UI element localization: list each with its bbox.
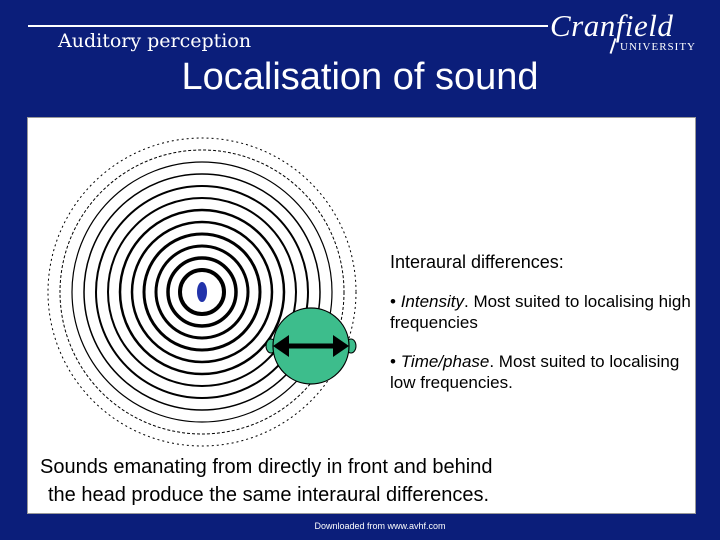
header-rule [28,25,548,27]
double-arrow-icon [273,335,349,357]
bullet-term: Time/phase [400,352,490,371]
bullet-term: Intensity [400,292,464,311]
logo-subtitle: UNIVERSITY [620,41,696,53]
content-panel [27,117,696,514]
bullet-time-phase: • Time/phase. Most suited to localising … [390,352,680,392]
sound-wave-diagram [47,137,357,447]
section-title: Auditory perception [58,30,252,52]
caption-line-2: the head produce the same interaural dif… [48,484,490,506]
university-logo: Cranfield UNIVERSITY [550,8,700,54]
bullet-intensity: • Intensity. Most suited to localising h… [390,292,691,332]
slide-title: Localisation of sound [181,56,539,98]
caption: Sounds emanating from directly in front … [40,453,640,509]
interaural-heading: Interaural differences: [390,252,564,272]
logo-wordmark: Cranfield [550,8,674,43]
sound-source-icon [197,282,207,302]
caption-line-1: Sounds emanating from directly in front … [40,456,493,478]
footer-note: Downloaded from www.avhf.com [314,521,446,531]
bullet-text: . Most suited to localising high frequen… [390,292,691,332]
bullet-text: . Most suited to localising low frequenc… [390,352,680,392]
interaural-text: Interaural differences: • Intensity. Mos… [390,252,705,411]
wavefront-rings [47,137,357,447]
